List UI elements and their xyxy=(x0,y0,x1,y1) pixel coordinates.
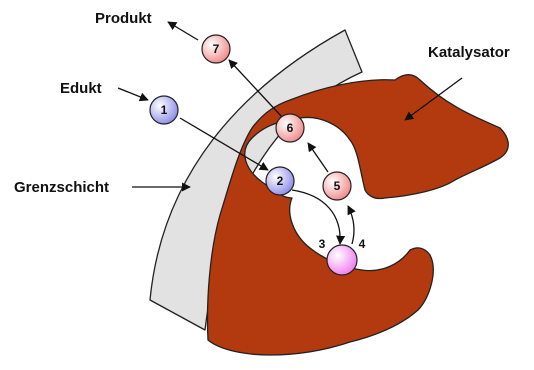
step-6-label: 6 xyxy=(287,121,294,135)
katalysator-label: Katalysator xyxy=(428,44,510,61)
molecule-3-4-adsorbed xyxy=(327,245,357,275)
produkt-label: Produkt xyxy=(95,10,152,27)
molecule-1-educt: 1 xyxy=(150,96,178,124)
produkt-pointer-arrow xyxy=(168,22,198,40)
step-3-label: 3 xyxy=(319,237,326,251)
arrow-4-to-5 xyxy=(348,206,354,244)
molecule-6-product: 6 xyxy=(276,114,304,142)
molecule-7-product: 7 xyxy=(202,35,230,63)
edukt-pointer-arrow xyxy=(118,88,148,100)
molecule-2-educt: 2 xyxy=(266,167,294,195)
step-2-label: 2 xyxy=(277,174,284,188)
molecule-5-product: 5 xyxy=(323,172,351,200)
grenzschicht-label: Grenzschicht xyxy=(14,179,109,196)
arrow-5-to-6 xyxy=(308,143,328,172)
step-5-label: 5 xyxy=(334,179,341,193)
step-4-label: 4 xyxy=(359,237,366,251)
edukt-label: Edukt xyxy=(60,80,102,97)
step-1-label: 1 xyxy=(161,103,168,117)
step-7-label: 7 xyxy=(213,42,220,56)
